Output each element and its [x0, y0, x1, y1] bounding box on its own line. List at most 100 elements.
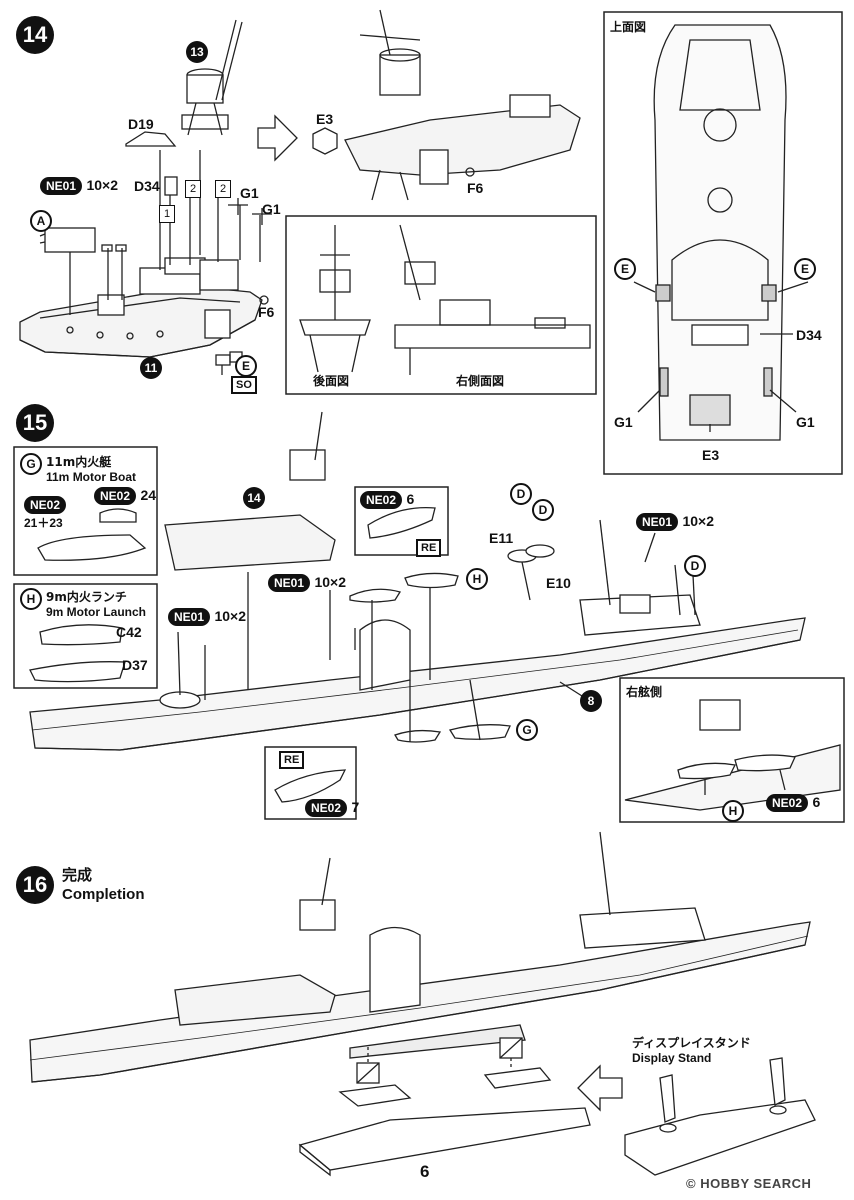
- part-G1-b: G1: [262, 201, 281, 217]
- ne02-tag: NE02: [305, 799, 348, 817]
- part-F6-result: F6: [467, 180, 484, 196]
- part-E10: E10: [546, 575, 571, 591]
- re-label-top: RE: [416, 539, 442, 557]
- stand-right-drawing: [624, 1057, 816, 1176]
- ref-step-14: 14: [243, 487, 265, 509]
- qty-box-2a: 2: [185, 180, 201, 198]
- ne01-qty: 10×2: [682, 513, 715, 529]
- ne01-qty: 10×2: [214, 608, 247, 624]
- top-view-D34: D34: [796, 327, 822, 343]
- side-view-label: 右側面図: [456, 374, 505, 388]
- step14-result-drawing: [312, 9, 581, 201]
- views-drawings: [299, 224, 591, 375]
- part-D19: D19: [128, 116, 154, 132]
- part-D37: D37: [122, 657, 148, 673]
- views-box: [285, 215, 597, 395]
- part-G-circle: G: [516, 719, 538, 741]
- ne01-tag: NE01: [168, 608, 211, 626]
- ne02-tag: NE02: [360, 491, 403, 509]
- ne01-tag: NE01: [268, 574, 311, 592]
- top-view-box: [603, 11, 843, 475]
- ne02-tag: NE02: [24, 496, 67, 514]
- boat-H-jp: 9m内火ランチ: [46, 590, 127, 604]
- step-number-15: 15: [16, 404, 54, 442]
- ne02-qty: 6: [406, 491, 415, 507]
- boat-G-ne02-24: NE02 24: [94, 487, 156, 505]
- watermark: © HOBBY SEARCH: [686, 1176, 812, 1191]
- part-C42: C42: [116, 624, 142, 640]
- boat-H-header: H 9m内火ランチ 9m Motor Launch: [20, 588, 146, 619]
- boat-G-box: [13, 446, 158, 576]
- ne01-callout-14: NE01 10×2: [40, 177, 118, 195]
- ne02-6-callout: NE02 6: [360, 491, 414, 509]
- part-H-circle: H: [466, 568, 488, 590]
- ne01-callout-right: NE01 10×2: [636, 513, 714, 531]
- ne02-qty: 7: [351, 799, 360, 815]
- ne01-qty: 10×2: [86, 177, 119, 193]
- part-E-circle: E: [235, 355, 257, 377]
- display-stand-en: Display Stand: [632, 1051, 712, 1065]
- ne02-7-callout: NE02 7: [305, 799, 359, 817]
- starboard-title: 右舷側: [626, 685, 663, 699]
- part-E11: E11: [489, 530, 514, 546]
- step15-ship-drawing: [29, 411, 806, 751]
- ne02-6-box: [354, 486, 449, 556]
- top-view-E-left: E: [614, 258, 636, 280]
- ne01-tag: NE01: [40, 177, 83, 195]
- completion-jp: 完成: [62, 866, 93, 884]
- ne02-qty: 6: [812, 794, 821, 810]
- ref-step-8: 8: [580, 690, 602, 712]
- step-number-14: 14: [16, 16, 54, 54]
- ne02-qty: 24: [140, 487, 157, 503]
- arrow-right-icon: [257, 114, 298, 162]
- substep-13-badge: 13: [186, 41, 208, 63]
- ne02-tag: NE02: [94, 487, 137, 505]
- top-view-E3: E3: [702, 447, 720, 463]
- ne01-callout-mid: NE01 10×2: [268, 574, 346, 592]
- ref-step-11: 11: [140, 357, 162, 379]
- top-view-G1-left: G1: [614, 414, 633, 430]
- part-G1-a: G1: [240, 185, 259, 201]
- display-stand-jp: ディスプレイスタンド: [632, 1036, 751, 1050]
- qty-box-1: 1: [159, 205, 175, 223]
- ne01-tag: NE01: [636, 513, 679, 531]
- top-view-G1-right: G1: [796, 414, 815, 430]
- ne01-qty: 10×2: [314, 574, 347, 590]
- part-D34: D34: [134, 178, 160, 194]
- completion-title: 完成 Completion: [62, 866, 145, 904]
- step-number-16: 16: [16, 866, 54, 904]
- completion-en: Completion: [62, 886, 145, 903]
- part-E3: E3: [316, 111, 334, 127]
- step16-ship-drawing: [29, 831, 811, 1083]
- boat-H-box: [13, 583, 158, 689]
- rear-view-label: 後面図: [313, 374, 350, 388]
- ne02-tag: NE02: [766, 794, 809, 812]
- boat-H-en: 9m Motor Launch: [46, 605, 147, 619]
- boat-H-letter: H: [20, 588, 42, 610]
- top-view-drawing: [633, 24, 809, 441]
- starboard-ne02-callout: NE02 6: [766, 794, 820, 812]
- part-D-circle-1: D: [510, 483, 532, 505]
- display-stand-label: ディスプレイスタンド Display Stand: [632, 1034, 751, 1065]
- step14-hull-drawing: [19, 19, 272, 375]
- part-D-circle-3: D: [684, 555, 706, 577]
- re-label-bottom: RE: [279, 751, 305, 769]
- page-number: 6: [420, 1162, 430, 1181]
- ne02-7-box: [264, 746, 357, 820]
- ne01-callout-left: NE01 10×2: [168, 608, 246, 626]
- boat-G-header: G 11m内火艇 11m Motor Boat: [20, 453, 136, 484]
- starboard-box: [619, 677, 845, 823]
- boat-G-letter: G: [20, 453, 42, 475]
- part-D-circle-2: D: [532, 499, 554, 521]
- boat-G-jp: 11m内火艇: [46, 455, 112, 469]
- stand-left-drawing: [298, 1037, 591, 1177]
- part-F6: F6: [258, 304, 275, 320]
- top-view-E-right: E: [794, 258, 816, 280]
- so-label: SO: [231, 376, 257, 394]
- part-A-circle: A: [30, 210, 52, 232]
- arrow-left-icon: [577, 1064, 623, 1112]
- ne02-qty: 21＋23: [24, 516, 63, 530]
- qty-box-2b: 2: [215, 180, 231, 198]
- top-view-title: 上面図: [610, 20, 647, 34]
